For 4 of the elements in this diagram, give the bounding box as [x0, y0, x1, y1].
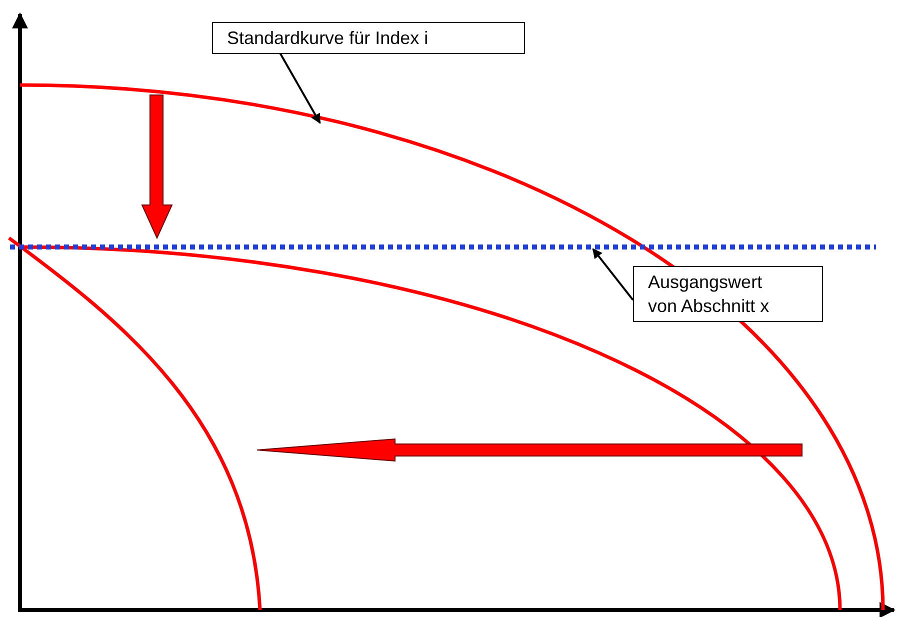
leader-line [592, 248, 634, 301]
curve [20, 83, 885, 610]
leader-line [279, 52, 321, 124]
annotation-box: Standardkurve für Index i [212, 22, 525, 54]
